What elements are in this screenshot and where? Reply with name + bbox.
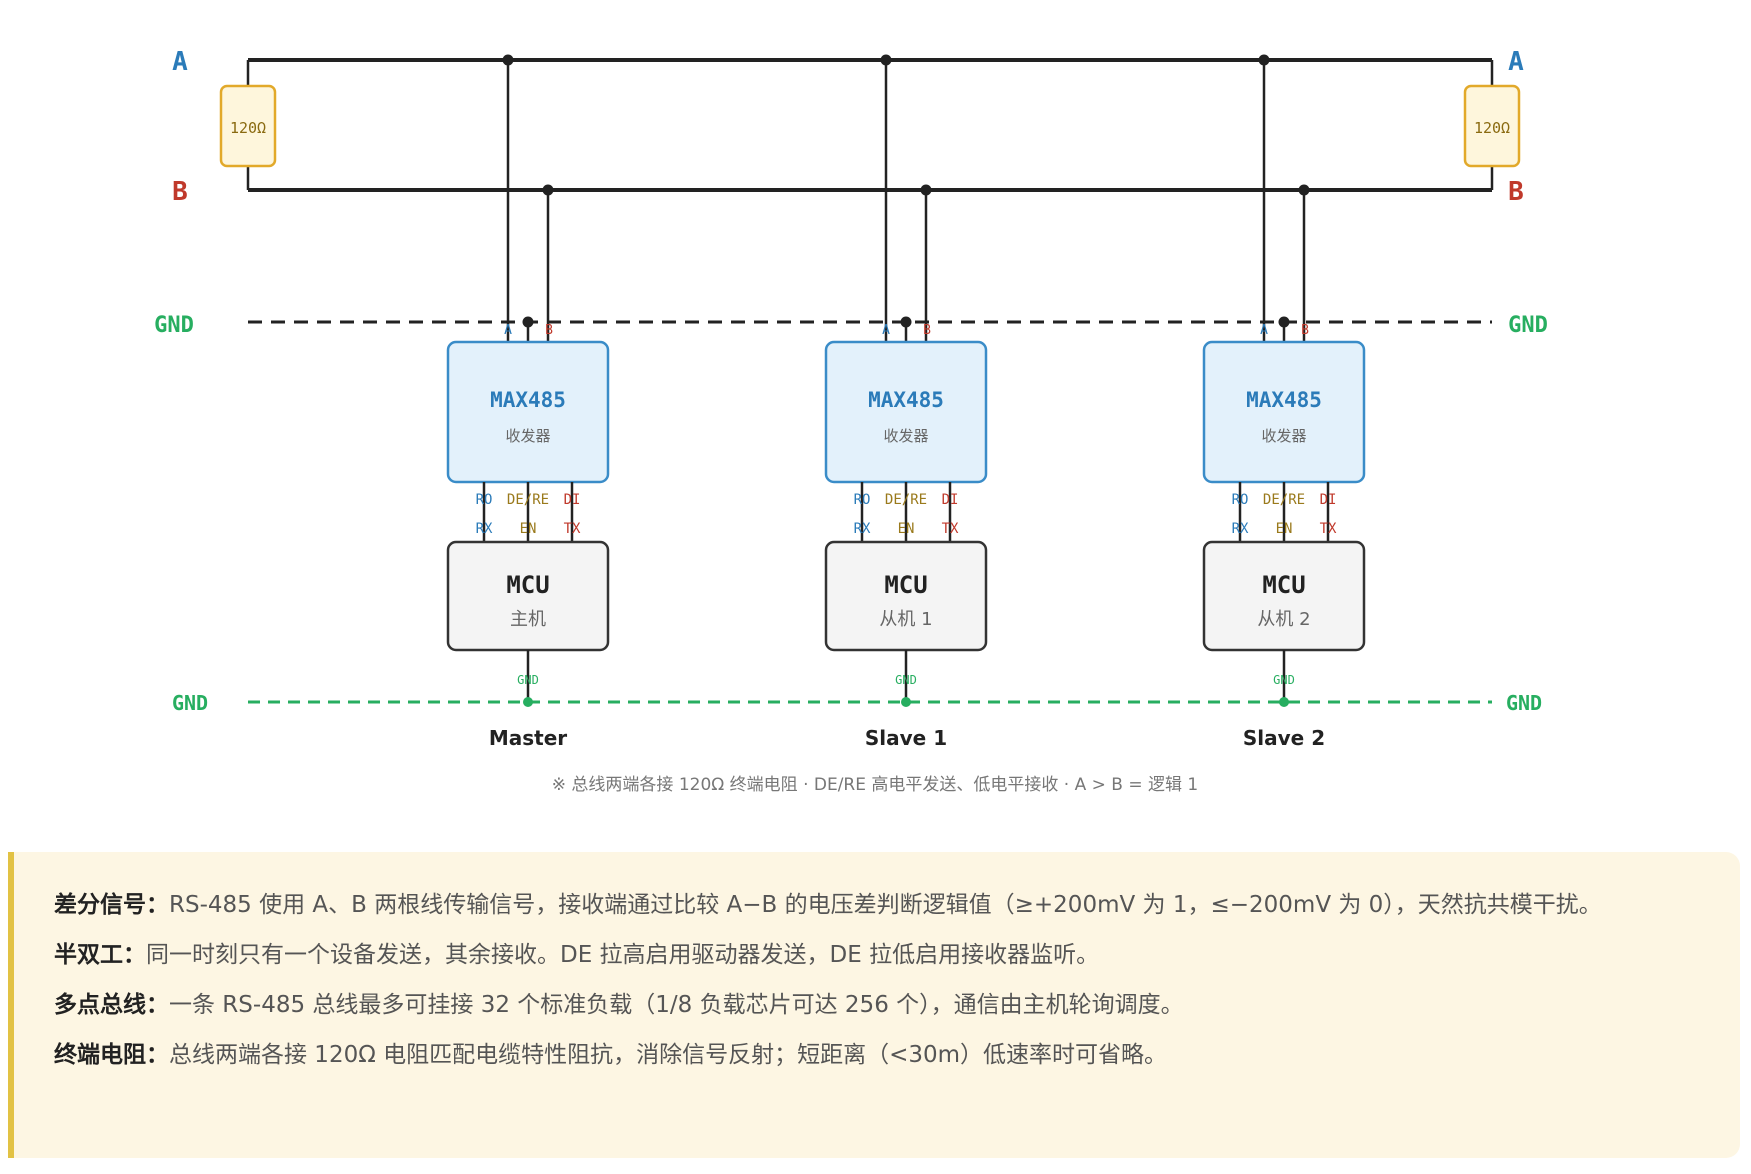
pin-gnd: GND: [895, 673, 917, 687]
note-term: 半双工：: [54, 942, 146, 968]
bus-label-a-left: A: [172, 47, 188, 77]
node-slave-1: A B MAX485 收发器 RO DE/RE DI RX EN TX MCU …: [824, 54, 988, 750]
note-text: 同一时刻只有一个设备发送，其余接收。DE 拉高启用驱动器发送，DE 拉低启用接收…: [146, 942, 1100, 968]
pin-en: EN: [898, 521, 915, 537]
pin-tx: TX: [1320, 521, 1337, 537]
transceiver-subtitle: 收发器: [505, 427, 550, 445]
note-termination: 终端电阻：总线两端各接 120Ω 电阻匹配电缆特性阻抗，消除信号反射；短距离（<…: [54, 1030, 1700, 1080]
note-text: 一条 RS-485 总线最多可挂接 32 个标准负载（1/8 负载芯片可达 25…: [169, 992, 1184, 1018]
bus-label-a-right: A: [1508, 47, 1524, 77]
note-half-duplex: 半双工：同一时刻只有一个设备发送，其余接收。DE 拉高启用驱动器发送，DE 拉低…: [54, 930, 1700, 980]
gnd-label-upper-left: GND: [154, 313, 194, 338]
explanation-panel: 差分信号：RS-485 使用 A、B 两根线传输信号，接收端通过比较 A−B 的…: [8, 852, 1740, 1158]
pin-rx: RX: [854, 521, 871, 537]
pin-di: DI: [564, 492, 581, 508]
note-text: RS-485 使用 A、B 两根线传输信号，接收端通过比较 A−B 的电压差判断…: [169, 892, 1602, 918]
mcu-subtitle: 从机 1: [879, 609, 932, 630]
bus-label-b-right: B: [1508, 177, 1524, 207]
terminator-left: 120Ω: [219, 84, 277, 168]
node-caption: Slave 1: [865, 726, 947, 750]
node-slave-2: A B MAX485 收发器 RO DE/RE DI RX EN TX MCU …: [1202, 54, 1366, 750]
transceiver-pin-b: B: [923, 323, 931, 338]
note-term: 多点总线：: [54, 992, 169, 1018]
transceiver-box: [446, 340, 610, 484]
transceiver-pin-b: B: [545, 323, 553, 338]
gnd-label-lower-left: GND: [172, 691, 208, 715]
note-term: 终端电阻：: [54, 1042, 169, 1068]
transceiver-name: MAX485: [868, 388, 944, 412]
terminator-right: 120Ω: [1463, 84, 1521, 168]
note-text: 总线两端各接 120Ω 电阻匹配电缆特性阻抗，消除信号反射；短距离（<30m）低…: [169, 1042, 1168, 1068]
pin-ro: RO: [1232, 492, 1249, 508]
transceiver-name: MAX485: [490, 388, 566, 412]
pin-en: EN: [520, 521, 537, 537]
transceiver-subtitle: 收发器: [1261, 427, 1306, 445]
pin-rx: RX: [1232, 521, 1249, 537]
terminator-left-label: 120Ω: [230, 119, 266, 137]
note-multidrop: 多点总线：一条 RS-485 总线最多可挂接 32 个标准负载（1/8 负载芯片…: [54, 980, 1700, 1030]
node-caption: Master: [489, 726, 567, 750]
pin-di: DI: [942, 492, 959, 508]
transceiver-pin-a: A: [1260, 323, 1268, 338]
pin-tx: TX: [942, 521, 959, 537]
transceiver-box: [1202, 340, 1366, 484]
note-differential: 差分信号：RS-485 使用 A、B 两根线传输信号，接收端通过比较 A−B 的…: [54, 880, 1700, 930]
mcu-name: MCU: [506, 571, 549, 599]
pin-rx: RX: [476, 521, 493, 537]
pin-dere: DE/RE: [507, 492, 549, 508]
transceiver-subtitle: 收发器: [883, 427, 928, 445]
gnd-label-lower-right: GND: [1506, 691, 1542, 715]
transceiver-name: MAX485: [1246, 388, 1322, 412]
pin-ro: RO: [476, 492, 493, 508]
note-term: 差分信号：: [54, 892, 169, 918]
pin-tx: TX: [564, 521, 581, 537]
pin-en: EN: [1276, 521, 1293, 537]
pin-dere: DE/RE: [885, 492, 927, 508]
pin-di: DI: [1320, 492, 1337, 508]
mcu-name: MCU: [1262, 571, 1305, 599]
rs485-bus-diagram: 120Ω 120Ω A A B B GND GND GND GND A B MA…: [154, 47, 1548, 795]
transceiver-pin-a: A: [882, 323, 890, 338]
transceiver-pin-a: A: [504, 323, 512, 338]
bus-label-b-left: B: [172, 177, 188, 207]
transceiver-box: [824, 340, 988, 484]
mcu-subtitle: 主机: [510, 609, 546, 630]
terminator-right-label: 120Ω: [1474, 119, 1510, 137]
node-caption: Slave 2: [1243, 726, 1325, 750]
gnd-label-upper-right: GND: [1508, 313, 1548, 338]
node-master: A B MAX485 收发器 RO DE/RE DI RX EN TX MCU …: [446, 54, 610, 750]
diagram-footnote: ※ 总线两端各接 120Ω 终端电阻 · DE/RE 高电平发送、低电平接收 ·…: [552, 775, 1198, 795]
pin-gnd: GND: [517, 673, 539, 687]
pin-ro: RO: [854, 492, 871, 508]
transceiver-pin-b: B: [1301, 323, 1309, 338]
pin-dere: DE/RE: [1263, 492, 1305, 508]
mcu-name: MCU: [884, 571, 927, 599]
pin-gnd: GND: [1273, 673, 1295, 687]
mcu-subtitle: 从机 2: [1257, 609, 1310, 630]
